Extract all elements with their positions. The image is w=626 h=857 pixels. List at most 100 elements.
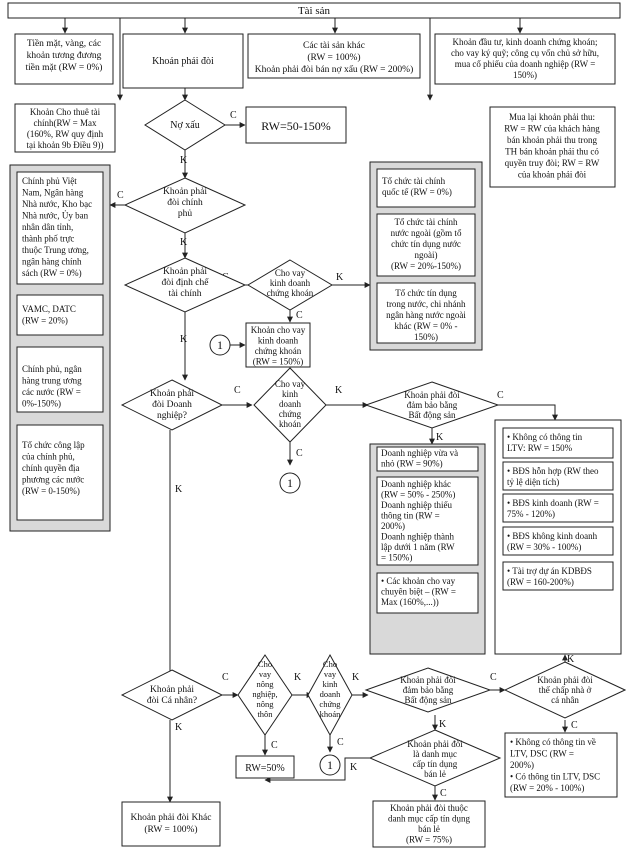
svg-text:VAMC, DATC(RW = 20%): VAMC, DATC(RW = 20%): [22, 304, 76, 326]
svg-text:RW=50-150%: RW=50-150%: [261, 119, 330, 133]
label-no: K: [180, 334, 188, 345]
label-no: K: [352, 672, 360, 683]
node-text-line: chính quyền địa: [22, 463, 80, 473]
svg-text:1: 1: [287, 476, 293, 490]
node-text-line: • BĐS kinh doanh (RW =: [507, 498, 599, 508]
node-text-line: quyền truy đòi; RW = RW: [505, 158, 600, 168]
node-text-line: phủ: [178, 209, 193, 219]
label-no: K: [180, 155, 188, 166]
node-text-line: chuyên biệt – (RW =: [381, 587, 456, 597]
node-text-line: Doanh nghiệp khác: [381, 479, 451, 489]
other-claims-node: Khoản phải đòi Khác(RW = 100%): [121, 801, 221, 847]
label-no: K: [294, 672, 302, 683]
node-text-line: đảm bảo bằng: [407, 400, 458, 410]
node-text-line: Nam, Ngân hàng: [22, 188, 84, 198]
node-text-line: Tổ chức tín dụng: [395, 288, 457, 298]
npl-decision: Nợ xấu: [144, 99, 226, 151]
node-text-line: • Có thông tin LTV, DSC: [510, 772, 600, 782]
connector-circle: 1: [209, 334, 231, 356]
node-text-line: Nợ xấu: [170, 120, 199, 131]
node-text-line: khoán: [279, 419, 301, 429]
node-text-line: • BĐS không kinh doanh: [507, 531, 598, 541]
node-text-line: ngân hàng nước ngoài: [386, 310, 466, 320]
node-text-line: Khoản phải đòi: [407, 739, 463, 749]
node-text-line: Chính phủ Việt: [22, 176, 77, 186]
node-text-line: Khoản phải đòi thuộc: [390, 803, 468, 813]
node-text-line: bán lẻ: [424, 769, 446, 779]
node-text-line: bán lẻ: [418, 824, 440, 834]
node-text-line: danh mục cấp tín dụng: [388, 814, 470, 824]
node-text-line: khoản tương đương: [27, 51, 102, 61]
node-text-line: doanh: [279, 399, 301, 409]
node-text-line: của khoản phải đòi: [518, 170, 587, 180]
node-text-line: khoán: [320, 709, 342, 719]
node-text-line: Khoản phải đòi: [152, 56, 214, 67]
node-text-line: Cho: [258, 659, 272, 669]
node-text-line: trong nước, chi nhánh: [386, 299, 466, 309]
node-text-line: Doanh nghiệp thành: [381, 532, 454, 542]
node-text-line: kinh: [282, 389, 299, 399]
label-no: K: [335, 385, 343, 396]
node-text-line: Khoản phải: [150, 685, 194, 695]
label-yes: C: [296, 310, 303, 321]
node-text-line: Khoản phải đòi: [404, 390, 460, 400]
node-text-line: Mua lại khoản phải thu:: [509, 112, 595, 122]
root-node: Tài sản: [7, 2, 621, 19]
svg-text:• Tài trợ dự án KDBĐS(RW = 160: • Tài trợ dự án KDBĐS(RW = 160-200%): [507, 566, 592, 587]
svg-text:Khoản phải đòi Khác(RW = 100%): Khoản phải đòi Khác(RW = 100%): [131, 813, 212, 835]
node-text-line: RW=50%: [245, 763, 285, 774]
node-text-line: các nước (RW =: [22, 387, 81, 397]
label-yes: C: [117, 190, 124, 201]
label-yes: C: [490, 672, 497, 683]
node-text-line: nghiệp,: [252, 689, 277, 699]
label-yes: C: [222, 672, 229, 683]
node-text-line: Max (160%,...)): [381, 597, 439, 607]
node-text-line: Doanh nghiệp thiếu: [381, 500, 452, 510]
svg-text:1: 1: [217, 338, 223, 352]
node-text-line: Khoản phải: [163, 187, 207, 197]
node-text-line: ngân hàng chính: [22, 257, 82, 267]
node-text-line: Cho vay: [275, 268, 306, 278]
svg-text:Khoản đầu tư, kinh doanh chứng: Khoản đầu tư, kinh doanh chứng khoán;cho…: [451, 37, 599, 80]
svg-text:Mua lại khoản phải thu:RW = RW: Mua lại khoản phải thu:RW = RW của khách…: [504, 112, 600, 180]
node-text-line: (RW = 30% - 100%): [507, 542, 581, 552]
node-text-line: 0%-150%): [22, 399, 61, 409]
node-text-line: Khoản phải: [150, 389, 194, 399]
node-text-line: 200%): [381, 521, 405, 531]
node-text-line: chứng khoán: [255, 346, 302, 356]
node-text-line: Khoản phải đòi: [537, 675, 593, 685]
label-yes: C: [230, 110, 237, 121]
node-text-line: bán khoản phải thu trong: [507, 135, 597, 145]
edge-labels: C K C K C K C K C K C C K K C K C K C C …: [117, 110, 578, 799]
node-text-line: cấp tín dụng: [413, 759, 458, 769]
node-text-line: Khoản đầu tư, kinh doanh chứng khoán;: [453, 37, 598, 47]
node-text-line: chính(RW = Max: [34, 118, 97, 128]
node-text-line: Tổ chức tài chính: [382, 176, 446, 186]
node-text-line: chứng khoán: [267, 288, 314, 298]
svg-text:Khoản phải đòi: Khoản phải đòi: [152, 56, 214, 67]
node-text-line: Tổ chức công lập: [22, 440, 85, 450]
node-text-line: Khoản Cho thuê tài: [30, 107, 101, 117]
node-text-line: đòi Doanh: [152, 400, 192, 410]
svg-text:Các tài sản khác(RW = 100%)Kho: Các tài sản khác(RW = 100%)Khoản phải đò…: [255, 41, 414, 75]
node-text-line: kinh doanh: [270, 278, 311, 288]
label-no: K: [336, 272, 344, 283]
label-yes: C: [296, 448, 303, 459]
node-text-line: Nhà nước, Ủy ban: [22, 211, 89, 221]
node-text-line: Cho: [323, 659, 337, 669]
